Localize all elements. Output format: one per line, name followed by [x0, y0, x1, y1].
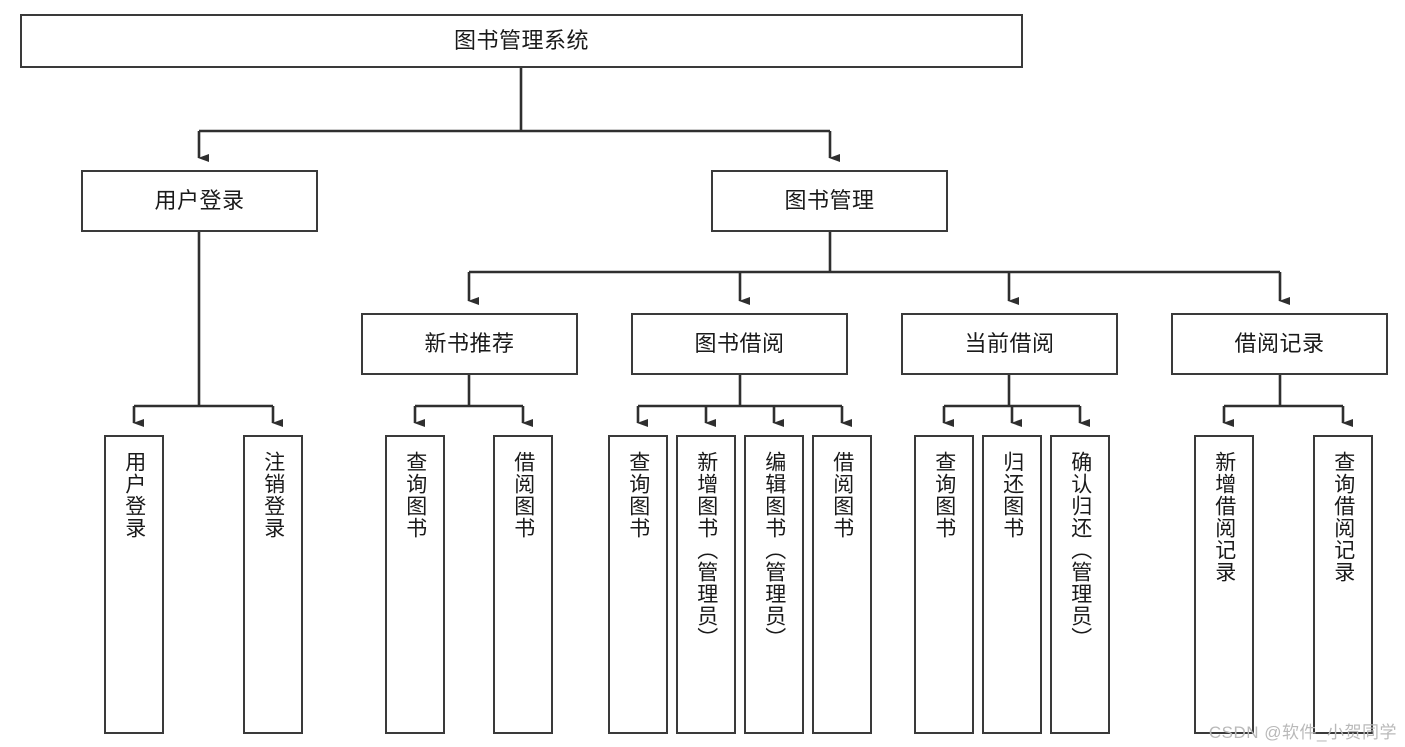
node-label: 确认归还（管理员）: [1068, 451, 1092, 649]
node-label: 用户登录: [122, 451, 146, 539]
node-label: 查询图书: [932, 451, 956, 539]
leaf-current-borrow-confirm-return[interactable]: 确认归还（管理员）: [1050, 435, 1110, 734]
leaf-book-borrow-borrow[interactable]: 借阅图书: [812, 435, 872, 734]
csdn-watermark: CSDN @软件_小贺同学: [1208, 723, 1397, 742]
node-label: 图书管理: [784, 187, 875, 213]
leaf-new-book-query[interactable]: 查询图书: [385, 435, 445, 734]
node-current-borrow[interactable]: 当前借阅: [901, 313, 1118, 375]
node-label: 查询图书: [403, 451, 427, 539]
node-label: 借阅图书: [830, 451, 854, 539]
node-label: 注销登录: [261, 451, 285, 539]
node-borrow-record[interactable]: 借阅记录: [1171, 313, 1388, 375]
leaf-current-borrow-query[interactable]: 查询图书: [914, 435, 974, 734]
node-label: 当前借阅: [964, 330, 1055, 356]
leaf-borrow-record-add[interactable]: 新增借阅记录: [1194, 435, 1254, 734]
leaf-book-borrow-edit[interactable]: 编辑图书（管理员）: [744, 435, 804, 734]
node-user-login[interactable]: 用户登录: [81, 170, 318, 232]
node-label: 查询借阅记录: [1331, 451, 1355, 583]
node-book-borrow[interactable]: 图书借阅: [631, 313, 848, 375]
node-label: 用户登录: [154, 187, 245, 213]
node-label: 新增借阅记录: [1212, 451, 1236, 583]
node-label: 归还图书: [1000, 451, 1024, 539]
node-label: 借阅图书: [511, 451, 535, 539]
node-label: 新增图书（管理员）: [694, 451, 718, 649]
leaf-book-borrow-add[interactable]: 新增图书（管理员）: [676, 435, 736, 734]
leaf-borrow-record-query[interactable]: 查询借阅记录: [1313, 435, 1373, 734]
node-label: 新书推荐: [424, 330, 515, 356]
leaf-user-login-signout[interactable]: 注销登录: [243, 435, 303, 734]
leaf-user-login-signin[interactable]: 用户登录: [104, 435, 164, 734]
node-label: 查询图书: [626, 451, 650, 539]
node-new-book-recommend[interactable]: 新书推荐: [361, 313, 578, 375]
node-label: 编辑图书（管理员）: [762, 451, 786, 649]
leaf-book-borrow-query[interactable]: 查询图书: [608, 435, 668, 734]
leaf-current-borrow-return[interactable]: 归还图书: [982, 435, 1042, 734]
node-label: 图书借阅: [694, 330, 785, 356]
leaf-new-book-borrow[interactable]: 借阅图书: [493, 435, 553, 734]
node-label: 图书管理系统: [453, 27, 589, 53]
node-root-book-management-system[interactable]: 图书管理系统: [20, 14, 1023, 68]
node-book-management[interactable]: 图书管理: [711, 170, 948, 232]
node-label: 借阅记录: [1234, 330, 1325, 356]
